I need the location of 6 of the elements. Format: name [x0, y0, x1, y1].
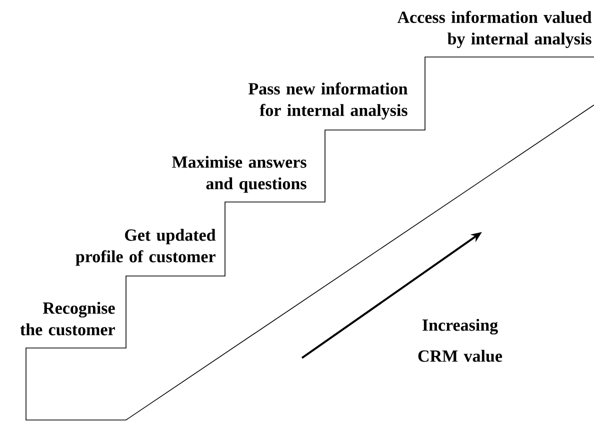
step-label: Get updated profile of customer [76, 228, 216, 266]
step-label: Pass new information for internal analysis [248, 82, 408, 120]
step-label: Access information valued by internal analysis [397, 10, 592, 48]
step-label: Recognise the customer [20, 302, 115, 336]
step-label: Maximise answers and questions [172, 156, 306, 193]
arrow-caption: Increasing CRM value [418, 318, 502, 362]
